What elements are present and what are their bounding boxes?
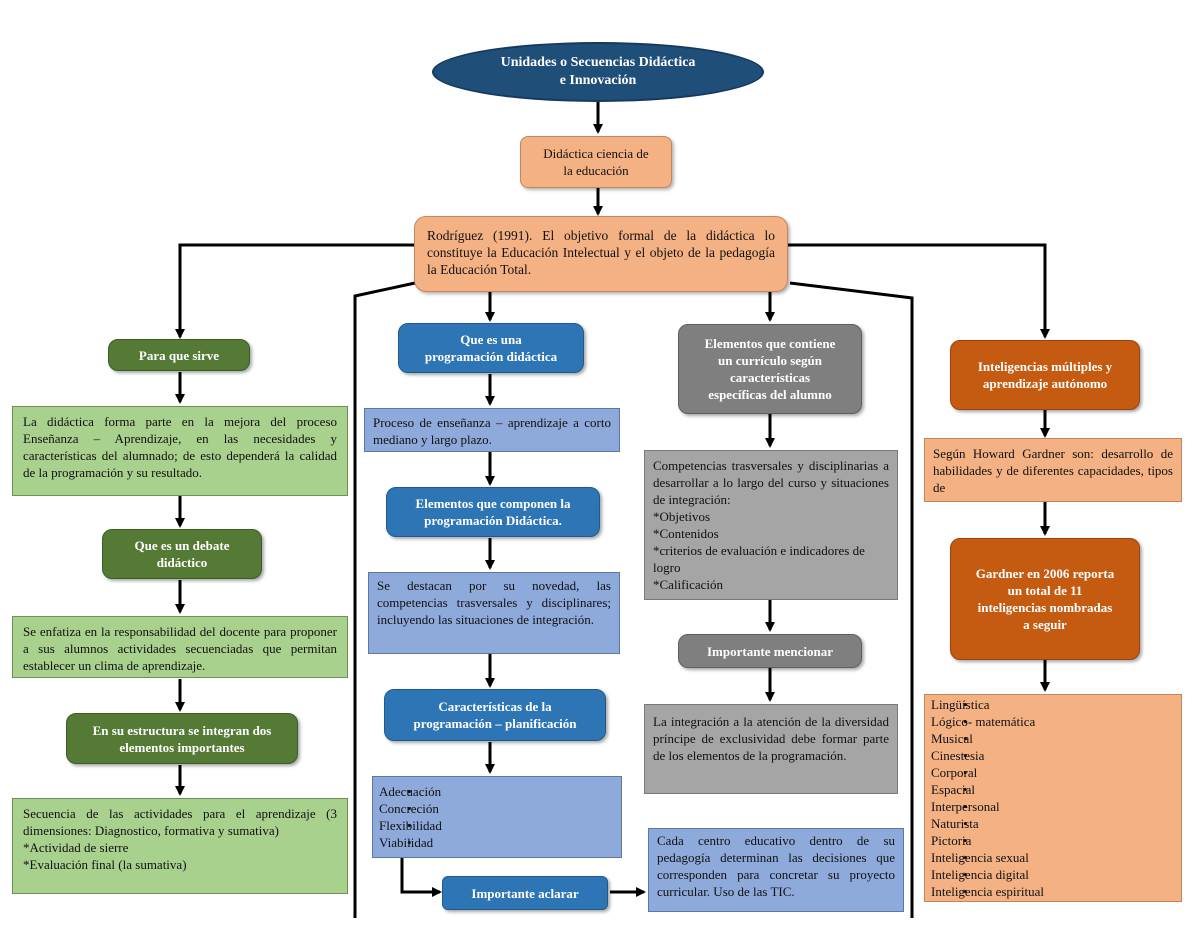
col2-header-3-line-1: Características de la [438, 699, 552, 714]
arrow-to-col1 [175, 243, 418, 339]
col2-header-3-line-2: programación – planificación [413, 716, 577, 731]
science-line-1: Didáctica ciencia de [543, 146, 649, 161]
col4-header-2-line-3: inteligencias nombradas [977, 600, 1113, 615]
col2-list-item: Flexibilidad [379, 817, 615, 834]
col2-header-2-line-2: programación Didáctica. [424, 513, 562, 528]
col2-list-item: Concreción [379, 800, 615, 817]
col4-list-item: Lógico- matemática [931, 713, 1044, 730]
col2-list-box: Adecuación Concreción Flexibilidad Viabi… [372, 776, 622, 858]
col2-text-1: Proceso de enseñanza – aprendizaje a cor… [364, 408, 620, 452]
col3-text-1-main: Competencias trasversales y disciplinari… [653, 458, 889, 507]
col4-header-1: Inteligencias múltiples y aprendizaje au… [950, 340, 1140, 410]
col4-list: Lingüística Lógico- matemática Musical C… [931, 696, 1044, 900]
col3-header-2: Importante mencionar [678, 634, 862, 668]
col1-text-1-content: La didáctica forma parte en la mejora de… [23, 414, 337, 480]
title-line-1: Unidades o Secuencias Didáctica [500, 55, 696, 70]
arrow-c2-6 [400, 858, 442, 897]
col2-header-2: Elementos que componen la programación D… [386, 487, 600, 537]
col4-text-1-content: Según Howard Gardner son: desarrollo de … [933, 446, 1173, 495]
rodriguez-box: Rodríguez (1991). El objetivo formal de … [414, 216, 788, 292]
col4-list-item: Inteligencia sexual [931, 849, 1044, 866]
col4-list-item: Lingüística [931, 696, 1044, 713]
col3-header-1-line-4: específicas del alumno [708, 387, 832, 402]
col1-header-2-line-1: Que es un debate [134, 538, 230, 553]
title-ellipse: Unidades o Secuencias Didáctica e Innova… [432, 42, 764, 102]
col2-text-2-content: Se destacan por su novedad, las competen… [377, 578, 611, 627]
col2-text-4-content: Cada centro educativo dentro de su pedag… [657, 833, 895, 899]
col4-list-box: Lingüística Lógico- matemática Musical C… [924, 694, 1182, 902]
col3-header-1: Elementos que contiene un currículo segú… [678, 324, 862, 414]
col1-header-2-line-2: didáctico [156, 555, 208, 570]
title-line-2: e Innovación [559, 73, 637, 88]
col4-header-2-line-1: Gardner en 2006 reporta [975, 566, 1115, 581]
col2-text-4: Cada centro educativo dentro de su pedag… [648, 828, 904, 912]
col2-header-4-label: Importante aclarar [471, 885, 579, 901]
col3-text-2: La integración a la atención de la diver… [644, 704, 898, 794]
col1-text-3: Secuencia de las actividades para el apr… [12, 798, 348, 894]
col1-header-3-line-2: elementos importantes [119, 739, 245, 755]
col2-header-4: Importante aclarar [442, 876, 608, 910]
col3-header-1-line-2: un currículo según [717, 353, 822, 368]
col2-header-3: Características de la programación – pla… [384, 689, 606, 741]
col4-list-item: Inteligencia digital [931, 866, 1044, 883]
col4-list-item: Corporal [931, 764, 1044, 781]
col3-text-1-item: *Calificación [653, 577, 724, 592]
col4-list-item: Naturista [931, 815, 1044, 832]
col3-header-1-line-3: características [729, 370, 811, 385]
col3-text-2-content: La integración a la atención de la diver… [653, 714, 889, 763]
col2-text-1-content: Proceso de enseñanza – aprendizaje a cor… [373, 415, 611, 447]
col4-header-1-line-2: aprendizaje autónomo [982, 376, 1108, 391]
col3-text-1-item: *Contenidos [653, 526, 719, 541]
col3-text-1-item: *Objetivos [653, 509, 711, 524]
col1-text-3-line-2: *Actividad de sierre [23, 840, 129, 855]
col2-list-item: Adecuación [379, 783, 615, 800]
rodriguez-text: Rodríguez (1991). El objetivo formal de … [427, 228, 775, 277]
col1-text-2-content: Se enfatiza en la responsabilidad del do… [23, 624, 337, 673]
col3-header-1-line-1: Elementos que contiene [704, 336, 836, 351]
col4-list-item: Interpersonal [931, 798, 1044, 815]
col2-list-item: Viabilidad [379, 834, 615, 851]
col1-text-3-main: Secuencia de las actividades para el apr… [23, 806, 337, 838]
col1-header-1: Para que sirve [108, 339, 250, 371]
col4-header-2-line-4: a seguir [1023, 617, 1067, 632]
col4-text-1: Según Howard Gardner son: desarrollo de … [924, 438, 1182, 502]
col4-list-item: Musical [931, 730, 1044, 747]
col4-list-item: Espacial [931, 781, 1044, 798]
col1-header-1-label: Para que sirve [138, 347, 220, 363]
col3-header-2-label: Importante mencionar [706, 643, 833, 659]
col3-text-1: Competencias trasversales y disciplinari… [644, 450, 898, 600]
col1-header-3: En su estructura se integran dos element… [66, 713, 298, 764]
col4-header-2: Gardner en 2006 reporta un total de 11 i… [950, 538, 1140, 660]
col1-text-3-line-3: *Evaluación final (la sumativa) [23, 857, 187, 872]
col1-text-2: Se enfatiza en la responsabilidad del do… [12, 616, 348, 678]
col2-header-2-line-1: Elementos que componen la [415, 496, 571, 511]
science-box: Didáctica ciencia de la educación [520, 136, 672, 188]
col2-header-1-line-2: programación didáctica [424, 349, 558, 364]
col4-list-item: Pictoria [931, 832, 1044, 849]
col2-text-2: Se destacan por su novedad, las competen… [368, 572, 620, 654]
science-line-2: la educación [563, 163, 629, 178]
col4-header-1-line-1: Inteligencias múltiples y [977, 359, 1113, 374]
col4-header-2-line-2: un total de 11 [1007, 583, 1083, 598]
col1-header-2: Que es un debate didáctico [102, 529, 262, 579]
col4-list-item: Inteligencia espiritual [931, 883, 1044, 900]
col1-text-1: La didáctica forma parte en la mejora de… [12, 406, 348, 496]
col2-header-1: Que es una programación didáctica [398, 323, 584, 373]
col4-list-item: Cinestesia [931, 747, 1044, 764]
col2-list: Adecuación Concreción Flexibilidad Viabi… [379, 783, 615, 851]
col2-header-1-line-1: Que es una [460, 332, 522, 347]
col3-text-1-item: *criterios de evaluación e indicadores d… [653, 543, 865, 575]
col1-header-3-line-1: En su estructura se integran dos [92, 722, 272, 738]
